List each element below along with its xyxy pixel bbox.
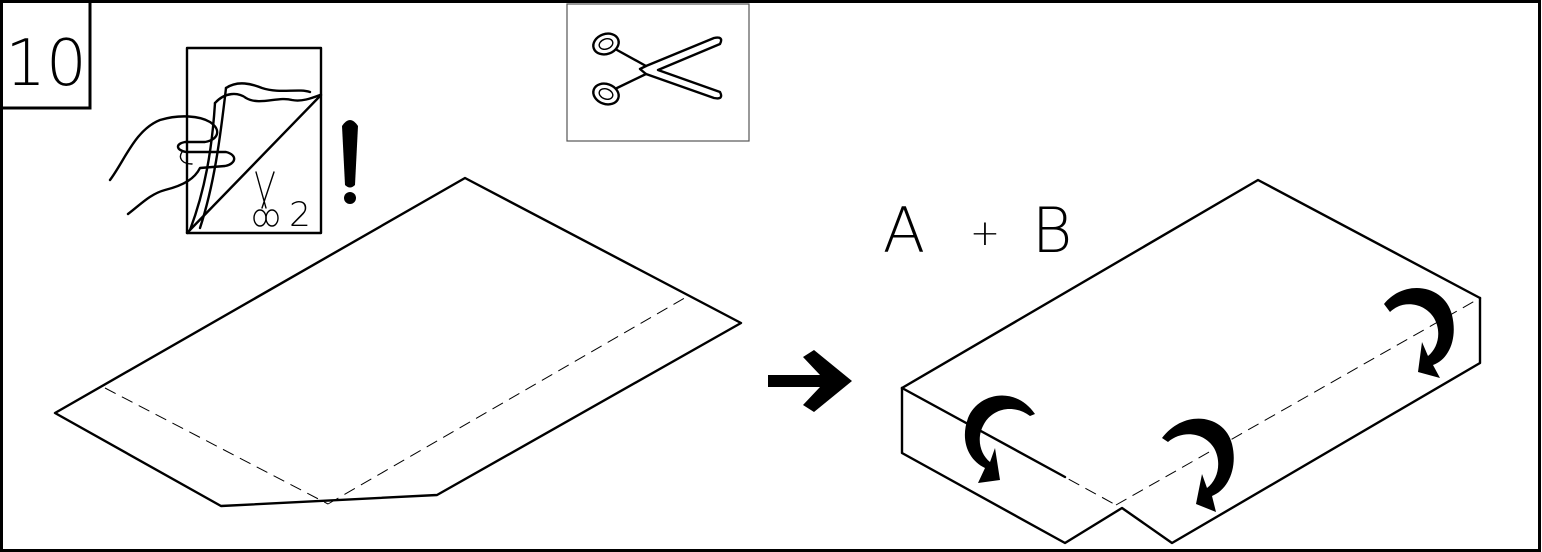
tool-box	[566, 3, 750, 142]
cut-count: 2	[289, 195, 311, 235]
small-scissors-icon	[253, 171, 279, 227]
part-a-label: A	[883, 194, 925, 267]
step-number-box: 10	[1, 1, 92, 110]
plus-label: +	[970, 213, 1000, 254]
warning-icon: !	[342, 120, 358, 204]
folded-box	[900, 178, 1482, 545]
flat-net	[53, 176, 743, 508]
combine-label: A + B	[883, 194, 1073, 267]
fold-arrow-icon	[1162, 418, 1234, 512]
fold-arrow-icon	[964, 395, 1035, 483]
part-b-label: B	[1032, 194, 1073, 267]
arrow-right-icon	[768, 350, 852, 412]
fold-arrow-icon	[1384, 287, 1454, 378]
peel-sheet-illustration: 2	[108, 46, 323, 235]
step-number: 10	[5, 27, 86, 101]
scissors-icon	[592, 32, 723, 106]
